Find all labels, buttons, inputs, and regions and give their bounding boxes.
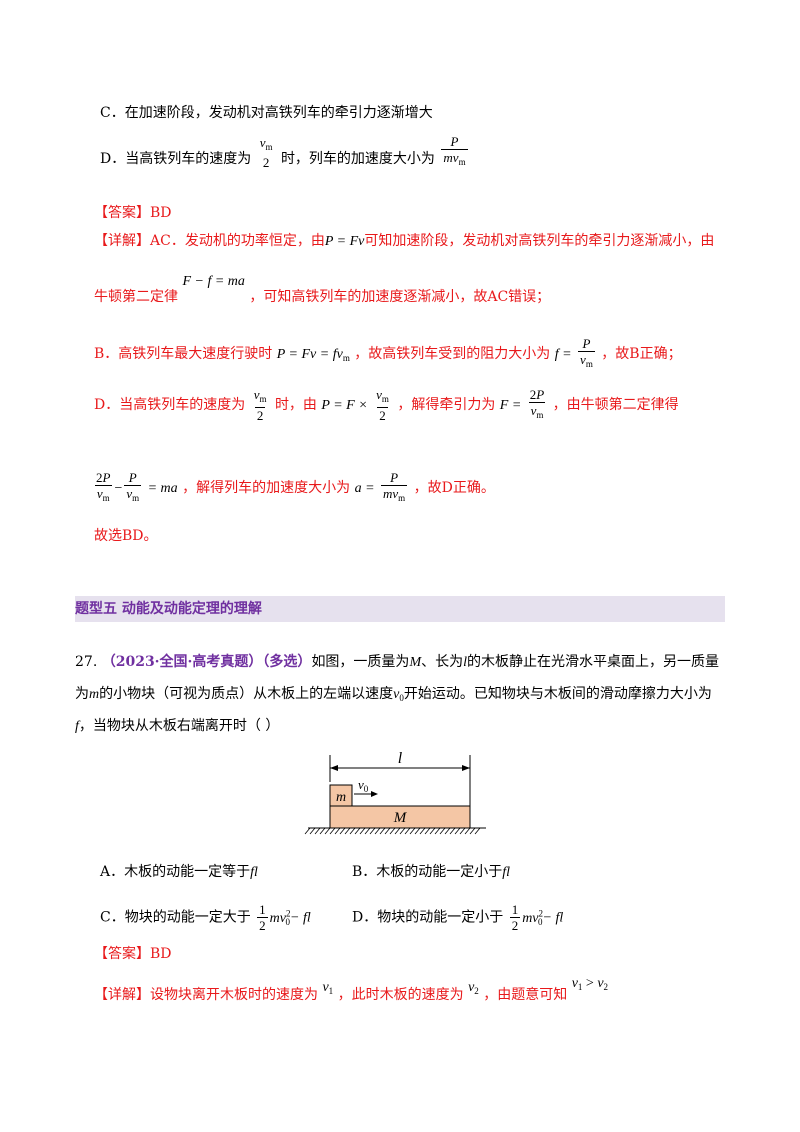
- fraction-vm-over-2-c: vm 2: [376, 387, 389, 423]
- fraction-vm-over-2-b: vm 2: [253, 387, 267, 423]
- label-M: M: [393, 810, 408, 826]
- option-d: D．当高铁列车的速度为 vm 2 时，列车的加速度大小为 P mvm: [100, 134, 468, 170]
- label-v0: v: [358, 777, 364, 792]
- conclusion: 故选BD。: [94, 528, 158, 544]
- label-l: l: [398, 750, 403, 767]
- choice-b: B．木板的动能一定小于fl: [352, 864, 511, 880]
- fraction-2p-over-vm-b: 2P vm: [94, 470, 112, 506]
- svg-text:v0: v0: [358, 777, 369, 794]
- fraction-p-over-mvm: P mvm: [441, 134, 468, 170]
- detail-line-6: 【详解】设物块离开木板时的速度为 v1 ，此时木板的速度为 v2 ，由题意可知 …: [94, 976, 609, 1003]
- fraction-2p-over-vm: 2P vm: [528, 387, 546, 423]
- board-block-diagram: l m v0 M: [300, 750, 490, 840]
- label-m: m: [336, 790, 346, 805]
- detail-line-1: 【详解】AC．发动机的功率恒定，由P = Fv可知加速阶段，发动机对高铁列车的牵…: [94, 233, 715, 249]
- choice-a: A．木板的动能一定等于fl: [100, 864, 258, 880]
- section-title: 题型五 动能及动能定理的理解: [75, 601, 262, 617]
- question-27-line-2: 为m的小物块（可视为质点）从木板上的左端以速度v0开始运动。已知物块与木板间的滑…: [75, 686, 712, 703]
- detail-line-3: B．高铁列车最大速度行驶时 P = Fv = fvm ，故高铁列车受到的阻力大小…: [94, 336, 682, 372]
- question-27-line-3: f，当物块从木板右端离开时（ ）: [75, 718, 280, 734]
- detail-line-2: 牛顿第二定律 F − f = ma ，可知高铁列车的加速度逐渐减小，故AC错误；: [94, 274, 551, 305]
- detail-line-5: 2P vm − P vm = ma ，解得列车的加速度大小为 a = P mvm…: [94, 470, 495, 506]
- fraction-vm-over-2: vm 2: [259, 134, 273, 170]
- option-c: C．在加速阶段，发动机对高铁列车的牵引力逐渐增大: [100, 105, 433, 121]
- fraction-p-over-vm: P vm: [578, 336, 595, 372]
- fraction-p-over-mvm-b: P mvm: [380, 470, 408, 506]
- question-27-line-1: 27. （2023·全国·高考真题）（多选）如图，一质量为M、长为l的木板静止在…: [75, 654, 719, 670]
- answer-2: 【答案】BD: [94, 946, 172, 962]
- section-header-bar: [75, 596, 725, 622]
- detail-line-4: D．当高铁列车的速度为 vm 2 时，由 P = F × vm 2 ，解得牵引力…: [94, 387, 679, 423]
- fraction-p-over-vm-b: P vm: [124, 470, 142, 506]
- answer-1: 【答案】BD: [94, 205, 172, 221]
